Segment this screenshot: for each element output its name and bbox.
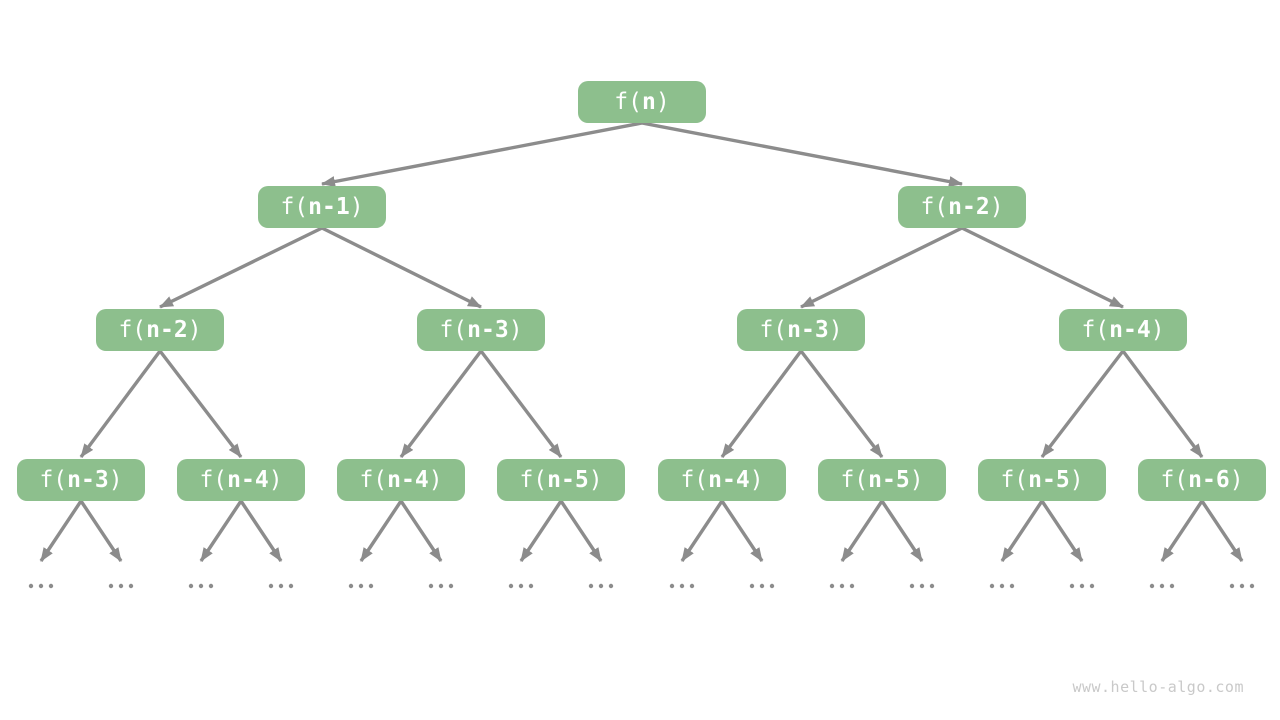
tree-node-n3h: f(n-6) xyxy=(1138,459,1266,501)
tree-edge-to-ellipsis xyxy=(1160,500,1204,562)
tree-node-n0: f(n) xyxy=(578,81,706,123)
tree-edge xyxy=(1040,349,1125,459)
tree-edge xyxy=(720,349,803,459)
tree-node-label: f(n-5) xyxy=(840,467,923,493)
tree-edge-to-ellipsis xyxy=(1000,500,1044,562)
ellipsis-dots xyxy=(188,583,214,589)
tree-node-n1a: f(n-1) xyxy=(258,186,386,228)
tree-edge xyxy=(641,121,963,187)
tree-edge xyxy=(961,226,1124,309)
tree-edge-to-ellipsis xyxy=(79,500,123,562)
tree-node-n3g: f(n-5) xyxy=(978,459,1106,501)
tree-node-label: f(n-3) xyxy=(759,317,842,343)
ellipsis-dots xyxy=(1229,583,1255,589)
ellipsis-dots xyxy=(989,583,1015,589)
tree-edge-to-ellipsis xyxy=(359,500,403,562)
tree-edge xyxy=(158,349,243,459)
tree-edge xyxy=(800,226,963,309)
tree-edge-to-ellipsis xyxy=(840,500,884,562)
tree-node-label: f(n) xyxy=(614,89,669,115)
ellipsis-dots xyxy=(1149,583,1175,589)
tree-edge xyxy=(321,226,482,309)
tree-edge-to-ellipsis xyxy=(720,500,764,562)
tree-edge-to-ellipsis xyxy=(1200,500,1244,562)
ellipsis-dots xyxy=(108,583,134,589)
watermark: www.hello-algo.com xyxy=(1072,678,1244,696)
ellipsis-dots xyxy=(268,583,294,589)
tree-node-label: f(n-2) xyxy=(920,194,1003,220)
tree-edge-to-ellipsis xyxy=(239,500,283,562)
tree-node-label: f(n-3) xyxy=(439,317,522,343)
tree-node-label: f(n-4) xyxy=(199,467,282,493)
tree-node-n1b: f(n-2) xyxy=(898,186,1026,228)
ellipsis-dots xyxy=(588,583,614,589)
tree-edge xyxy=(399,349,483,459)
tree-node-n3e: f(n-4) xyxy=(658,459,786,501)
tree-node-n2b: f(n-3) xyxy=(417,309,545,351)
ellipsis-dots xyxy=(829,583,855,589)
tree-edge-to-ellipsis xyxy=(680,500,724,562)
tree-node-label: f(n-4) xyxy=(359,467,442,493)
tree-node-label: f(n-4) xyxy=(680,467,763,493)
tree-node-label: f(n-6) xyxy=(1160,467,1243,493)
tree-edge-to-ellipsis xyxy=(880,500,924,562)
tree-node-label: f(n-1) xyxy=(280,194,363,220)
ellipsis-dots xyxy=(669,583,695,589)
tree-node-n2d: f(n-4) xyxy=(1059,309,1187,351)
ellipsis-dots xyxy=(749,583,775,589)
tree-node-label: f(n-4) xyxy=(1081,317,1164,343)
tree-edge-to-ellipsis xyxy=(39,500,83,562)
tree-node-n3f: f(n-5) xyxy=(818,459,946,501)
tree-edge xyxy=(1121,349,1204,459)
tree-node-n2a: f(n-2) xyxy=(96,309,224,351)
ellipsis-dots xyxy=(428,583,454,589)
tree-node-n3c: f(n-4) xyxy=(337,459,465,501)
ellipsis-dots xyxy=(28,583,54,589)
ellipsis-dots xyxy=(348,583,374,589)
tree-node-n3d: f(n-5) xyxy=(497,459,625,501)
tree-node-n2c: f(n-3) xyxy=(737,309,865,351)
tree-node-label: f(n-5) xyxy=(1000,467,1083,493)
ellipsis-dots xyxy=(909,583,935,589)
tree-edge xyxy=(321,121,643,187)
tree-edge-to-ellipsis xyxy=(399,500,443,562)
tree-edge xyxy=(799,349,884,459)
ellipsis-dots xyxy=(1069,583,1095,589)
tree-edge-to-ellipsis xyxy=(519,500,563,562)
tree-edge xyxy=(79,349,162,459)
tree-edge-to-ellipsis xyxy=(1040,500,1084,562)
tree-node-label: f(n-5) xyxy=(519,467,602,493)
tree-node-n3a: f(n-3) xyxy=(17,459,145,501)
tree-edge-to-ellipsis xyxy=(199,500,243,562)
tree-node-n3b: f(n-4) xyxy=(177,459,305,501)
tree-edge xyxy=(159,226,323,309)
tree-edge-to-ellipsis xyxy=(559,500,603,562)
tree-edge xyxy=(479,349,563,459)
tree-node-label: f(n-2) xyxy=(118,317,201,343)
tree-node-label: f(n-3) xyxy=(39,467,122,493)
ellipsis-dots xyxy=(508,583,534,589)
